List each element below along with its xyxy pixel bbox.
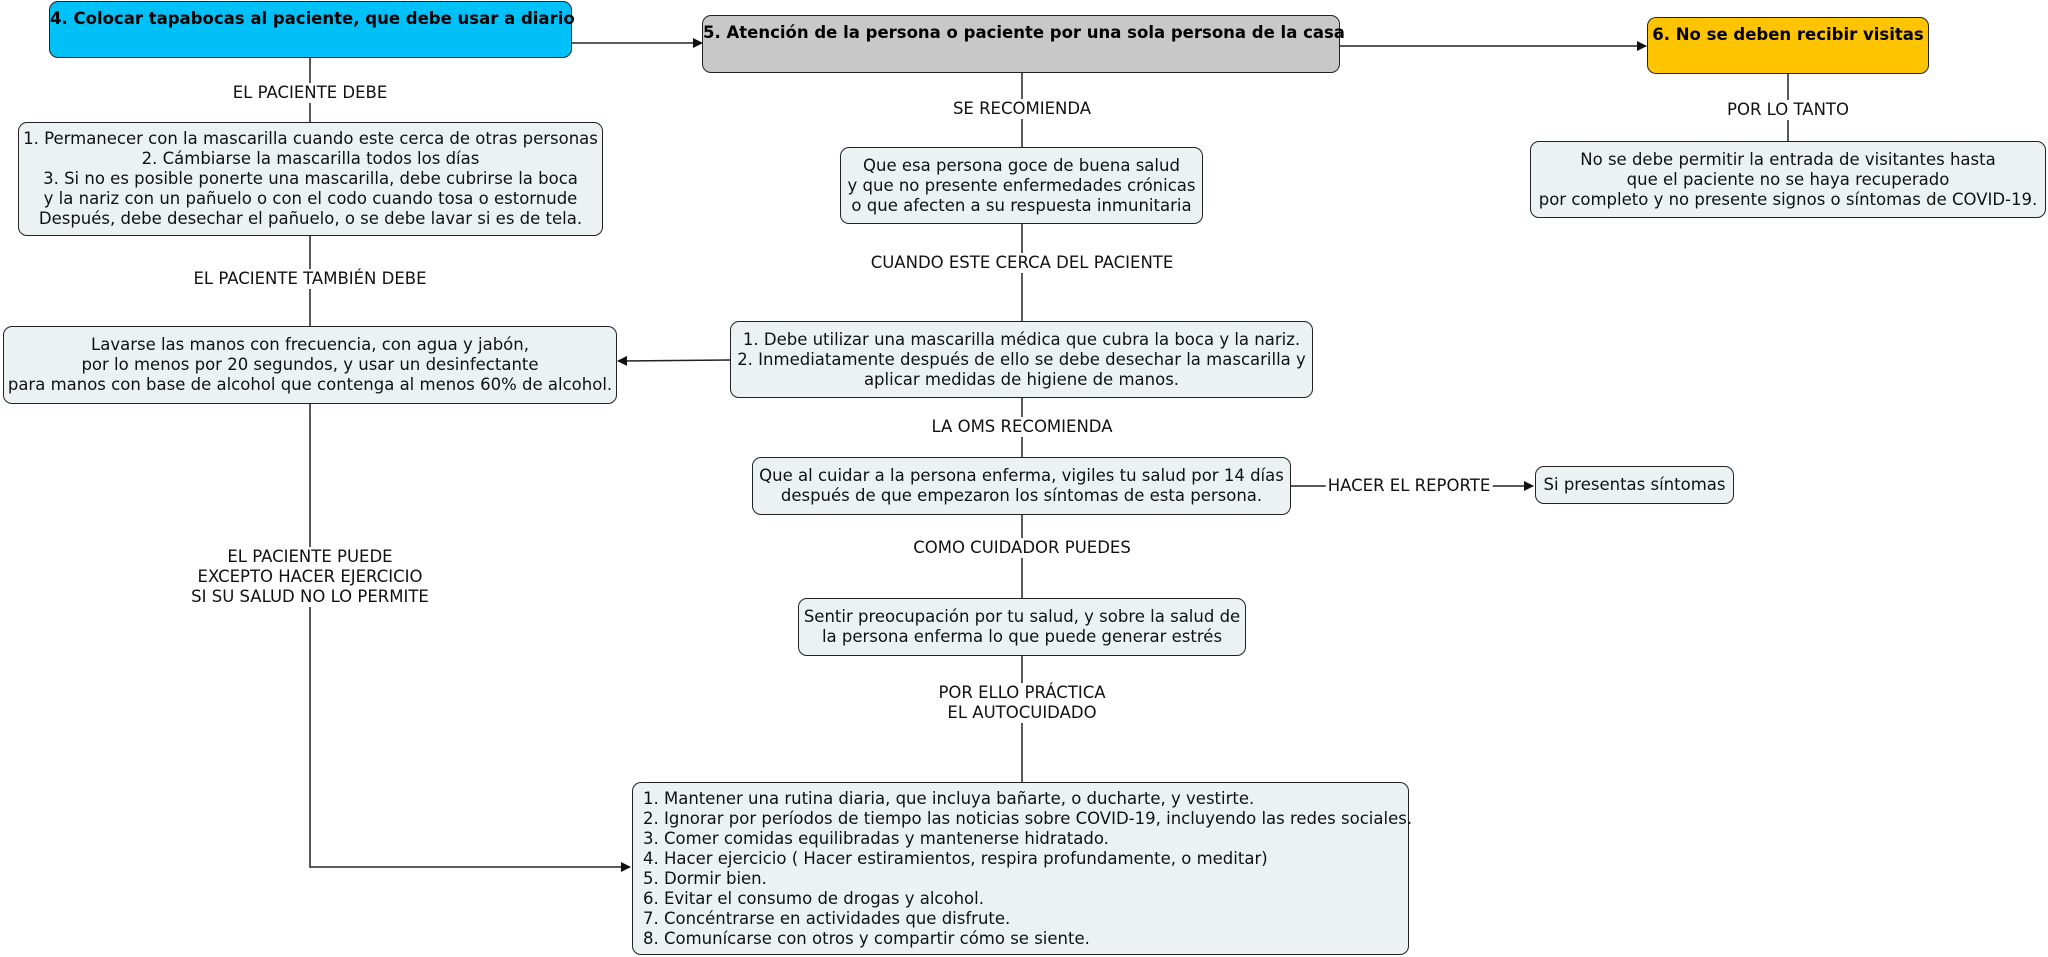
box-text-line: 1. Debe utilizar una mascarilla médica q… [742,329,1301,349]
box-text-line: Lavarse las manos con frecuencia, con ag… [91,335,529,354]
box-text-line: 5. Dormir bien. [643,868,767,888]
header-node-4: 4. Colocar tapabocas al paciente, que de… [49,1,575,58]
box-text-line: la persona enferma lo que puede generar … [821,627,1223,646]
box-text-line: 2. Ignorar por períodos de tiempo las no… [643,808,1413,828]
connector-medmask-wash [617,355,731,366]
box-text-line: por lo menos por 20 segundos, y usar un … [81,355,539,374]
header-node-6: 6. No se deben recibir visitas [1647,17,1929,74]
box-text-line: 8. Comunícarse con otros y compartir cóm… [643,928,1090,948]
connector-label-line: HACER EL REPORTE [1327,476,1491,495]
box-text-line: 2. Inmediatamente después de ello se deb… [737,349,1306,369]
box-text-line: Que al cuidar a la persona enferma, vigi… [759,466,1284,485]
box-text-line: 7. Concéntrarse en actividades que disfr… [643,908,1011,928]
connector-label-line: POR ELLO PRÁCTICA [938,683,1106,702]
connector-label-line: EL AUTOCUIDADO [947,703,1097,722]
header-node-5: 5. Atención de la persona o paciente por… [702,15,1345,73]
handwashing-box: Lavarse las manos con frecuencia, con ag… [3,326,617,404]
monitor-health-box: Que al cuidar a la persona enferma, vigi… [752,457,1291,515]
box-text-line: Que esa persona goce de buena salud [863,155,1180,175]
box-text-line: o que afecten a su respuesta inmunitaria [851,195,1192,215]
label-como-cuidador: COMO CUIDADOR PUEDES [911,538,1133,558]
connector-label-line: EXCEPTO HACER EJERCICIO [197,567,423,586]
box-text-line: para manos con base de alcohol que conte… [7,375,613,394]
connector-label-line: EL PACIENTE DEBE [232,83,388,102]
connector-wash-routine [309,404,631,872]
box-text-line: y la nariz con un pañuelo o con el codo … [43,189,578,208]
label-oms-recomienda: LA OMS RECOMIENDA [929,417,1115,437]
box-text-line: Después, debe desechar el pañuelo, o se … [38,209,583,228]
box-text-line: 1. Mantener una rutina diaria, que inclu… [643,788,1255,808]
box-text-line: 3. Comer comidas equilibradas y mantener… [643,828,1109,848]
box-text-line: por completo y no presente signos o sínt… [1538,189,2038,209]
worry-stress-box: Sentir preocupación por tu salud, y sobr… [798,598,1246,656]
symptoms-box: Si presentas síntomas [1535,466,1734,504]
selfcare-list-box: 1. Mantener una rutina diaria, que inclu… [632,782,1413,955]
box-text-line: 2. Cámbiarse la mascarilla todos los día… [141,149,480,168]
box-text-line: 6. Evitar el consumo de drogas y alcohol… [643,888,984,908]
box-text-line: No se debe permitir la entrada de visita… [1580,149,1996,169]
no-visitors-box: No se debe permitir la entrada de visita… [1530,141,2046,218]
label-paciente-tambien-debe: EL PACIENTE TAMBIÉN DEBE [191,269,429,289]
box-text-line: 4. Hacer ejercicio ( Hacer estiramientos… [643,848,1268,868]
box-text-line: Si presentas síntomas [1543,475,1726,494]
mask-rules-box: 1. Permanecer con la mascarilla cuando e… [18,122,603,236]
label-el-paciente-debe: EL PACIENTE DEBE [230,83,390,103]
connector-label-line: COMO CUIDADOR PUEDES [913,538,1131,557]
connector-label-line: CUANDO ESTE CERCA DEL PACIENTE [870,253,1174,272]
box-text-line: 1. Permanecer con la mascarilla cuando e… [23,129,598,148]
box-text-line: Sentir preocupación por tu salud, y sobr… [803,607,1241,626]
box-text-line: y que no presente enfermedades crónicas [847,175,1196,195]
label-hacer-el-reporte: HACER EL REPORTE [1325,476,1493,496]
connector-label-line: LA OMS RECOMIENDA [931,417,1113,436]
box-text-line: que el paciente no se haya recuperado [1626,169,1950,189]
connector-label-line: EL PACIENTE PUEDE [227,547,393,566]
box-text-line: aplicar medidas de higiene de manos. [863,369,1180,389]
medical-mask-box: 1. Debe utilizar una mascarilla médica q… [730,321,1313,398]
connector-label-line: SI SU SALUD NO LO PERMITE [191,587,429,606]
label-se-recomienda: SE RECOMIENDA [950,99,1094,119]
label-cuando-este-cerca: CUANDO ESTE CERCA DEL PACIENTE [868,253,1176,273]
label-por-lo-tanto: POR LO TANTO [1725,100,1851,120]
connector-label-line: POR LO TANTO [1727,100,1849,119]
box-text-line: después de que empezaron los síntomas de… [780,486,1263,505]
connector-label-line: EL PACIENTE TAMBIÉN DEBE [193,269,427,288]
connector-label-line: SE RECOMIENDA [952,99,1092,118]
box-text-line: 3. Si no es posible ponerte una mascaril… [43,169,578,188]
